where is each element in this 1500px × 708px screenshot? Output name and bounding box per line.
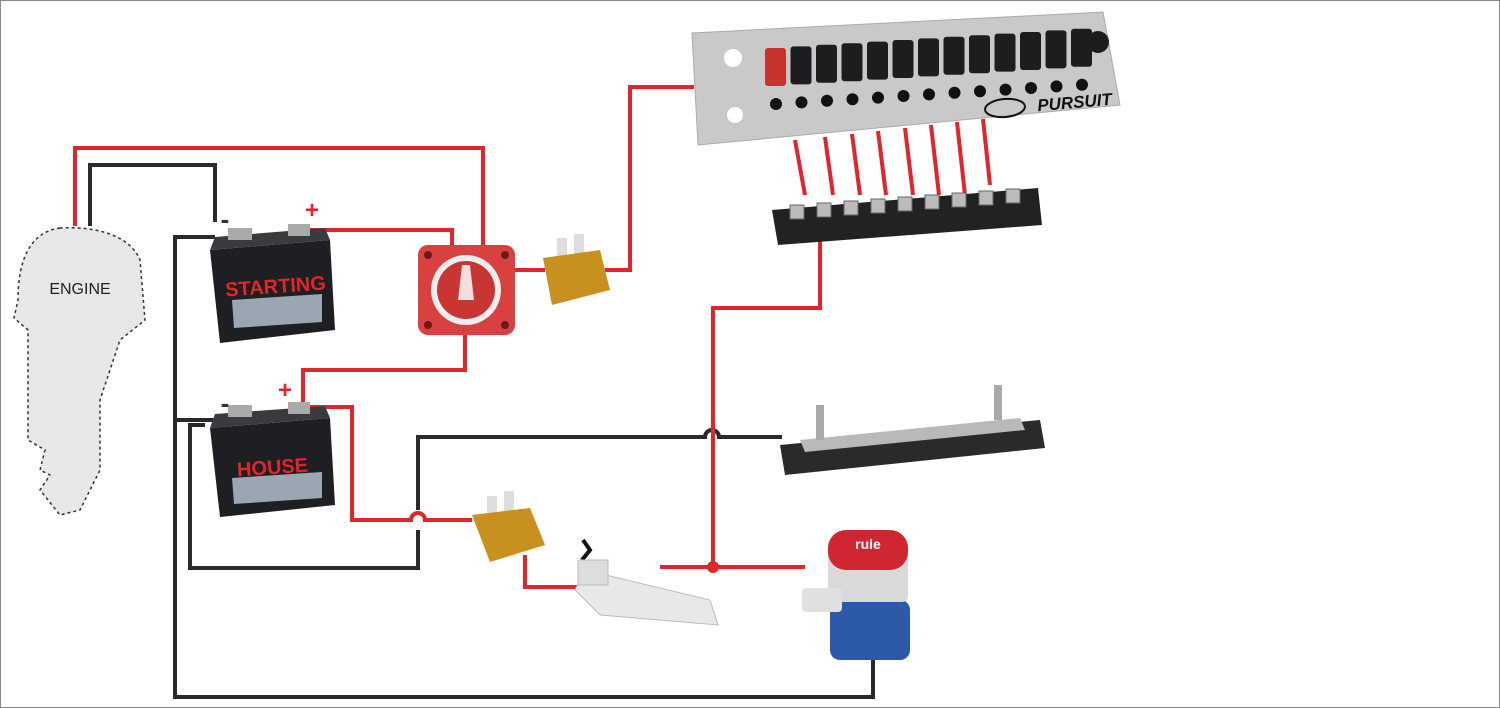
indicator-button <box>897 90 910 102</box>
terminal-screw <box>1005 188 1021 204</box>
terminal-screw <box>951 192 967 208</box>
indicator-button <box>999 83 1012 96</box>
house-battery-label: HOUSE <box>236 455 308 482</box>
terminal-screw <box>816 202 832 218</box>
house-battery: HOUSE + - <box>210 377 335 517</box>
engine-label: ENGINE <box>49 281 110 298</box>
power-socket <box>1087 31 1109 53</box>
switch-panel: PURSUIT <box>691 11 1121 146</box>
rocker-switch <box>892 40 914 78</box>
indicator-button <box>1050 80 1063 93</box>
rocker-switch <box>943 36 965 75</box>
terminal-block <box>772 188 1042 245</box>
terminal-screw <box>870 198 886 214</box>
indicator-button <box>872 91 884 104</box>
rocker-switch <box>918 38 939 77</box>
positive-wires <box>73 85 992 589</box>
bilge-pump: rule <box>802 530 910 660</box>
rocker-switch <box>841 43 863 82</box>
rocker-switch <box>1020 32 1041 70</box>
house-plus-sign: + <box>278 377 292 404</box>
indicator-button <box>974 85 986 98</box>
rocker-switch <box>1045 30 1067 69</box>
engine-outline: ENGINE <box>13 226 146 516</box>
rocker-switch <box>969 35 990 74</box>
terminal-screw <box>978 190 994 206</box>
fuse-2 <box>472 491 545 562</box>
battery-selector-switch <box>418 245 515 335</box>
negative-bus-bar <box>780 385 1045 475</box>
terminal-screw <box>897 196 913 212</box>
terminal-screw <box>843 200 859 216</box>
house-minus-sign: - <box>221 388 230 418</box>
indicator-button <box>1076 78 1088 91</box>
rocker-switch <box>867 41 888 80</box>
indicator-button <box>923 88 935 101</box>
terminal-screw <box>789 204 805 220</box>
starting-plus-sign: + <box>305 197 319 224</box>
rocker-switch <box>765 48 786 86</box>
indicator-button <box>846 93 859 106</box>
indicator-button <box>948 86 961 99</box>
pump-brand: rule <box>855 536 881 552</box>
terminal-screw <box>924 194 940 210</box>
fuse-1 <box>543 234 610 305</box>
junction-dot <box>707 561 719 573</box>
indicator-button <box>795 96 808 109</box>
starting-battery: STARTING + - <box>210 197 335 343</box>
indicator-button <box>770 98 782 110</box>
indicator-button <box>1025 82 1037 94</box>
indicator-button <box>821 94 833 107</box>
rocker-switch <box>1071 28 1092 67</box>
negative-wires <box>88 163 875 699</box>
rocker-switch <box>994 33 1016 72</box>
rocker-switch <box>816 44 837 83</box>
float-switch <box>574 538 719 626</box>
starting-minus-sign: - <box>221 204 230 234</box>
rocker-switch <box>790 46 812 85</box>
